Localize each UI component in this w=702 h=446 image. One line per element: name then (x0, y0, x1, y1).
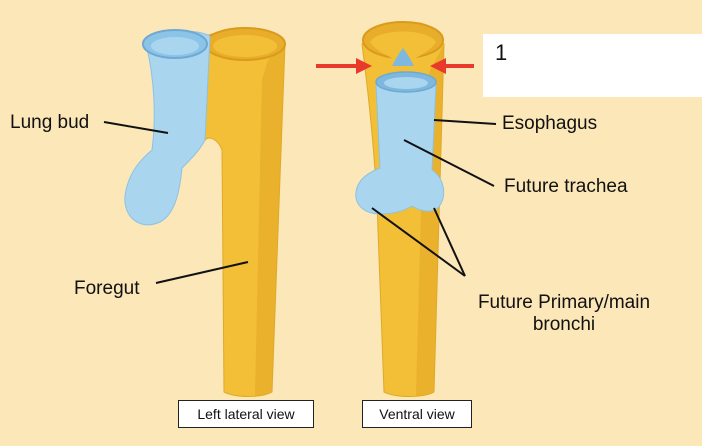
esophagus-leader (433, 119, 497, 125)
leader-lines (103, 119, 497, 284)
label-future-bronchi: Future Primary/main bronchi (466, 292, 662, 336)
label-esophagus: Esophagus (502, 113, 598, 134)
bronchi-leader-right (433, 207, 466, 277)
trachea-leader (403, 139, 495, 187)
label-future-bronchi-line1: Future Primary/main (477, 292, 651, 313)
lung-bud-leader (103, 121, 169, 134)
caption-left-lateral-view: Left lateral view (178, 400, 314, 428)
label-foregut: Foregut (74, 278, 140, 299)
label-future-bronchi-line2: bronchi (532, 314, 596, 335)
left-lateral-figure (124, 27, 286, 397)
label-lung-bud: Lung bud (10, 112, 90, 133)
foregut-tube-shade (255, 44, 285, 396)
bronchi-leader-left (371, 207, 466, 277)
answer-number: 1 (495, 40, 508, 65)
foregut-leader (155, 261, 249, 284)
ventral-figure (355, 21, 445, 397)
answer-box: 1 (483, 34, 702, 97)
lung-bud (124, 30, 211, 226)
label-future-trachea: Future trachea (504, 176, 628, 197)
red-arrows (316, 58, 474, 74)
caption-ventral-view: Ventral view (362, 400, 472, 428)
